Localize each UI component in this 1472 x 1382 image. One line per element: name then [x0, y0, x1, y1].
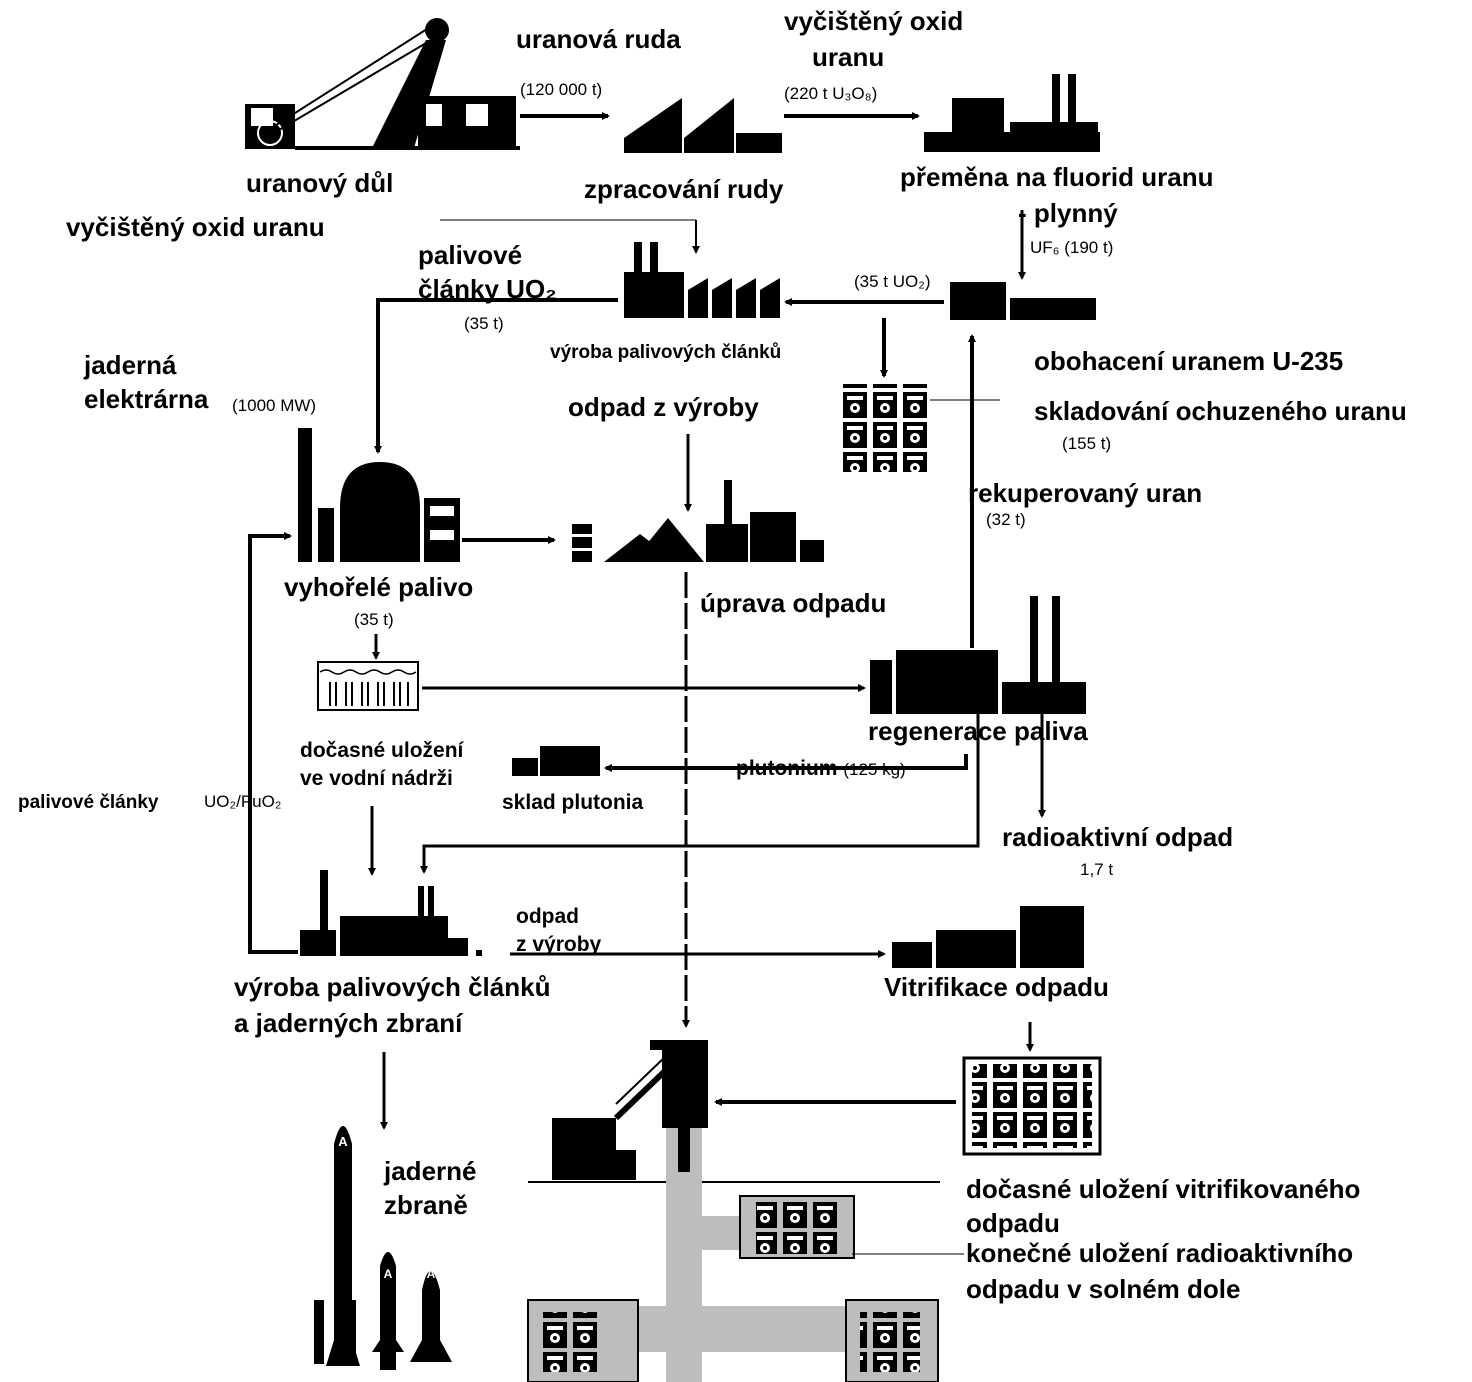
label-enrichment: obohacení uranem U-235: [1034, 346, 1344, 376]
plutonium-store-icon: [512, 746, 600, 776]
label-ore-processing: zpracování rudy: [584, 174, 784, 204]
label-uranium-mine: uranový důl: [246, 168, 394, 198]
label-spent-fuel: vyhořelé palivo: [284, 572, 474, 602]
flow-arrows: [248, 112, 1046, 1255]
nuclear-power-plant-icon: [298, 428, 460, 562]
label-fab-weapons-1: výroba palivových článků: [234, 972, 551, 1002]
label-spent-35t: (35 t): [354, 610, 394, 629]
label-uo2-35t-right: (35 t UO₂): [854, 272, 931, 291]
label-pool-storage-2: ve vodní nádrži: [300, 767, 453, 790]
label-power-plant-2: elektrárna: [84, 384, 209, 414]
salt-mine-repository-icon: [527, 1040, 940, 1382]
label-32t: (32 t): [986, 510, 1026, 529]
label-uranium-ore: uranová ruda: [516, 24, 681, 54]
rocket-marking: A: [427, 1267, 436, 1281]
label-conversion-2: - plynný: [1018, 198, 1118, 228]
label-pool-storage-1: dočasné uložení: [300, 739, 464, 762]
waste-treatment-icon: [572, 480, 824, 562]
label-nuclear-weapons-2: zbraně: [384, 1190, 468, 1220]
label-purified-oxide-top-2: uranu: [812, 42, 885, 72]
rocket-marking: A: [384, 1267, 393, 1281]
reprocessing-plant-icon: [870, 596, 1086, 714]
label-manufacture-waste-low-2: z výroby: [516, 933, 602, 956]
depleted-uranium-drums: [838, 384, 928, 472]
label-ore-quantity: (120 000 t): [520, 80, 603, 99]
label-155t: (155 t): [1062, 434, 1112, 453]
label-uo2-35t: (35 t): [464, 314, 504, 333]
label-purified-oxide-left: vyčištěný oxid uranu: [66, 212, 325, 242]
label-vitrification: Vitrifikace odpadu: [884, 972, 1109, 1002]
label-vitrified-interim-1: dočasné uložení vitrifikovaného: [966, 1174, 1361, 1204]
label-depleted-storage: skladování ochuzeného uranu: [1034, 396, 1407, 426]
label-uo2-fuel-1: palivové: [418, 240, 523, 270]
label-reprocessing: regenerace paliva: [868, 716, 1088, 746]
label-uf6-quantity: UF₆ (190 t): [1030, 238, 1114, 257]
label-manufacture-waste-low-1: odpad: [516, 905, 579, 928]
label-uo2-fuel-2: články UO₂: [418, 274, 557, 304]
label-plutonium: plutonium (125 kg): [736, 756, 906, 781]
label-radioactive-waste: radioaktivní odpad: [1002, 822, 1234, 852]
label-1-7t: 1,7 t: [1080, 860, 1114, 879]
vitrification-plant-icon: [892, 906, 1084, 968]
label-vitrified-interim-2: odpadu: [966, 1208, 1060, 1238]
label-final-storage-1: konečné uložení radioaktivního: [966, 1238, 1354, 1268]
ore-processing-icon: [624, 98, 782, 153]
label-fab-weapons-2: a jaderných zbraní: [234, 1008, 463, 1038]
label-mox-formula: UO₂/PuO₂: [204, 792, 282, 811]
rocket-marking: A: [338, 1134, 348, 1149]
label-plutonium-store: sklad plutonia: [502, 791, 644, 814]
uranium-mine-icon: [245, 18, 520, 150]
arrow-reprocessing-to-mox: [420, 714, 980, 874]
water-pool-icon: [317, 661, 419, 711]
conversion-plant-icon: [924, 74, 1100, 152]
fuel-fabrication-plant-icon: [624, 242, 780, 318]
nuclear-weapons-rockets-icon: A A A: [314, 1126, 452, 1370]
vitrified-interim-store-icon: [962, 1056, 1102, 1156]
label-waste-treatment: úprava odpadu: [700, 588, 887, 618]
label-final-storage-2: odpadu v solném dole: [966, 1274, 1241, 1304]
label-power-mw: (1000 MW): [232, 396, 317, 415]
label-plutonium-qty: (125 kg): [843, 760, 906, 779]
label-manufacture-waste-mid: odpad z výroby: [568, 392, 759, 422]
label-nuclear-weapons-1: jaderné: [384, 1156, 477, 1186]
label-plutonium-name: plutonium: [736, 757, 838, 780]
label-u3o8-quantity: (220 t U₃O₈): [784, 84, 878, 103]
label-recovered-uranium: rekuperovaný uran: [968, 478, 1203, 508]
arrow-mox-to-plant: [248, 532, 298, 954]
label-purified-oxide-top-1: vyčištěný oxid: [784, 6, 964, 36]
arrow-plutonium-to-store: [604, 754, 968, 772]
enrichment-plant-icon: [950, 282, 1096, 320]
label-power-plant-1: jaderná: [84, 350, 177, 380]
mox-weapons-fabrication-icon: [300, 870, 482, 956]
label-fuel-fabrication-top: výroba palivových článků: [550, 342, 782, 363]
label-mox-fuel: palivové články: [18, 792, 159, 813]
label-conversion-1: přeměna na fluorid uranu: [900, 162, 1214, 192]
arrow-fabrication-to-plant: [374, 298, 618, 454]
